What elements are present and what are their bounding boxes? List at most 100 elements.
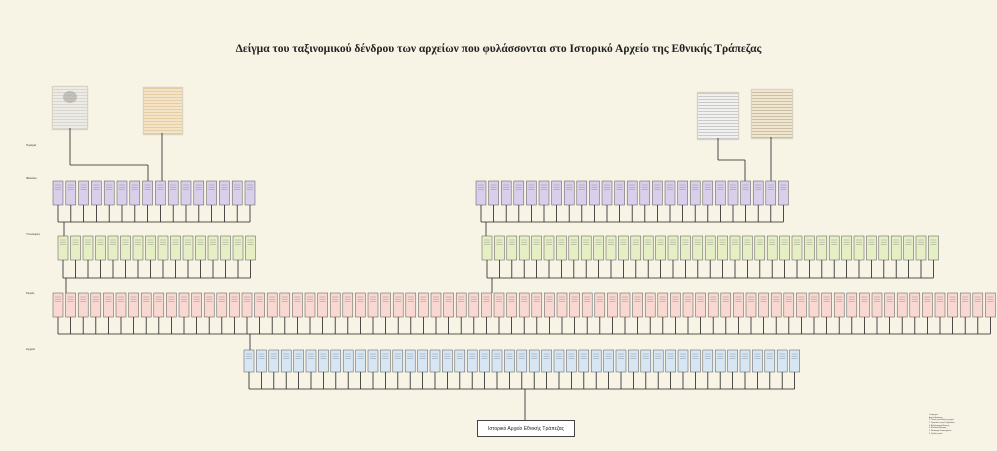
subseries-node	[208, 236, 218, 260]
series-node	[872, 293, 882, 317]
series-node	[796, 293, 806, 317]
subseries-node	[755, 236, 765, 260]
subseries-node	[656, 236, 666, 260]
fonds-node	[715, 350, 725, 372]
file-node	[665, 181, 675, 205]
series-node	[935, 293, 945, 317]
fonds-node	[256, 350, 266, 372]
subseries-node	[879, 236, 889, 260]
file-node	[489, 181, 499, 205]
series-node	[53, 293, 63, 317]
series-node	[204, 293, 214, 317]
series-node	[822, 293, 832, 317]
series-node	[116, 293, 126, 317]
series-node	[620, 293, 630, 317]
subseries-node	[108, 236, 118, 260]
series-node	[784, 293, 794, 317]
fonds-node	[653, 350, 663, 372]
subseries-node	[158, 236, 168, 260]
series-node	[78, 293, 88, 317]
subseries-node	[556, 236, 566, 260]
series-node	[633, 293, 643, 317]
series-node	[330, 293, 340, 317]
fonds-node	[641, 350, 651, 372]
file-node	[91, 181, 101, 205]
subseries-node	[482, 236, 492, 260]
fonds-node	[418, 350, 428, 372]
fonds-node	[765, 350, 775, 372]
file-node	[577, 181, 587, 205]
fonds-node	[318, 350, 328, 372]
file-node	[232, 181, 242, 205]
file-node	[79, 181, 89, 205]
file-node	[728, 181, 738, 205]
fonds-node	[752, 350, 762, 372]
subseries-node	[718, 236, 728, 260]
fonds-node	[616, 350, 626, 372]
subseries-node	[904, 236, 914, 260]
subseries-node	[581, 236, 591, 260]
subseries-node	[507, 236, 517, 260]
series-node	[809, 293, 819, 317]
fonds-node	[343, 350, 353, 372]
series-node	[141, 293, 151, 317]
subseries-node	[842, 236, 852, 260]
series-node	[494, 293, 504, 317]
series-node	[368, 293, 378, 317]
fonds-node	[529, 350, 539, 372]
series-node	[318, 293, 328, 317]
subseries-node	[767, 236, 777, 260]
legend-line: 6. Σχέδια κτιρίων	[929, 433, 991, 436]
file-node	[678, 181, 688, 205]
fonds-node	[269, 350, 279, 372]
fonds-node	[492, 350, 502, 372]
series-node	[444, 293, 454, 317]
subseries-node	[643, 236, 653, 260]
series-node	[733, 293, 743, 317]
subseries-node	[730, 236, 740, 260]
subseries-node	[83, 236, 93, 260]
fonds-node	[380, 350, 390, 372]
series-node	[544, 293, 554, 317]
file-node	[117, 181, 127, 205]
fonds-node	[442, 350, 452, 372]
file-node	[194, 181, 204, 205]
file-node	[589, 181, 599, 205]
series-node	[406, 293, 416, 317]
series-node	[582, 293, 592, 317]
file-node	[526, 181, 536, 205]
series-node	[481, 293, 491, 317]
fonds-node	[430, 350, 440, 372]
series-node	[683, 293, 693, 317]
subseries-node	[618, 236, 628, 260]
series-node	[746, 293, 756, 317]
subseries-node	[532, 236, 542, 260]
file-node	[652, 181, 662, 205]
series-node	[595, 293, 605, 317]
fonds-node	[281, 350, 291, 372]
file-node	[539, 181, 549, 205]
file-node	[66, 181, 76, 205]
subseries-node	[705, 236, 715, 260]
file-node	[130, 181, 140, 205]
series-node	[305, 293, 315, 317]
subseries-node	[829, 236, 839, 260]
series-node	[721, 293, 731, 317]
series-node	[973, 293, 983, 317]
file-node	[181, 181, 191, 205]
subseries-node	[928, 236, 938, 260]
fonds-node	[368, 350, 378, 372]
subseries-node	[58, 236, 68, 260]
subseries-node	[594, 236, 604, 260]
fonds-node	[405, 350, 415, 372]
file-node	[104, 181, 114, 205]
fonds-node	[306, 350, 316, 372]
subseries-node	[693, 236, 703, 260]
file-node	[703, 181, 713, 205]
series-node	[267, 293, 277, 317]
series-node	[507, 293, 517, 317]
series-node	[431, 293, 441, 317]
fonds-node	[393, 350, 403, 372]
series-node	[607, 293, 617, 317]
file-node	[778, 181, 788, 205]
